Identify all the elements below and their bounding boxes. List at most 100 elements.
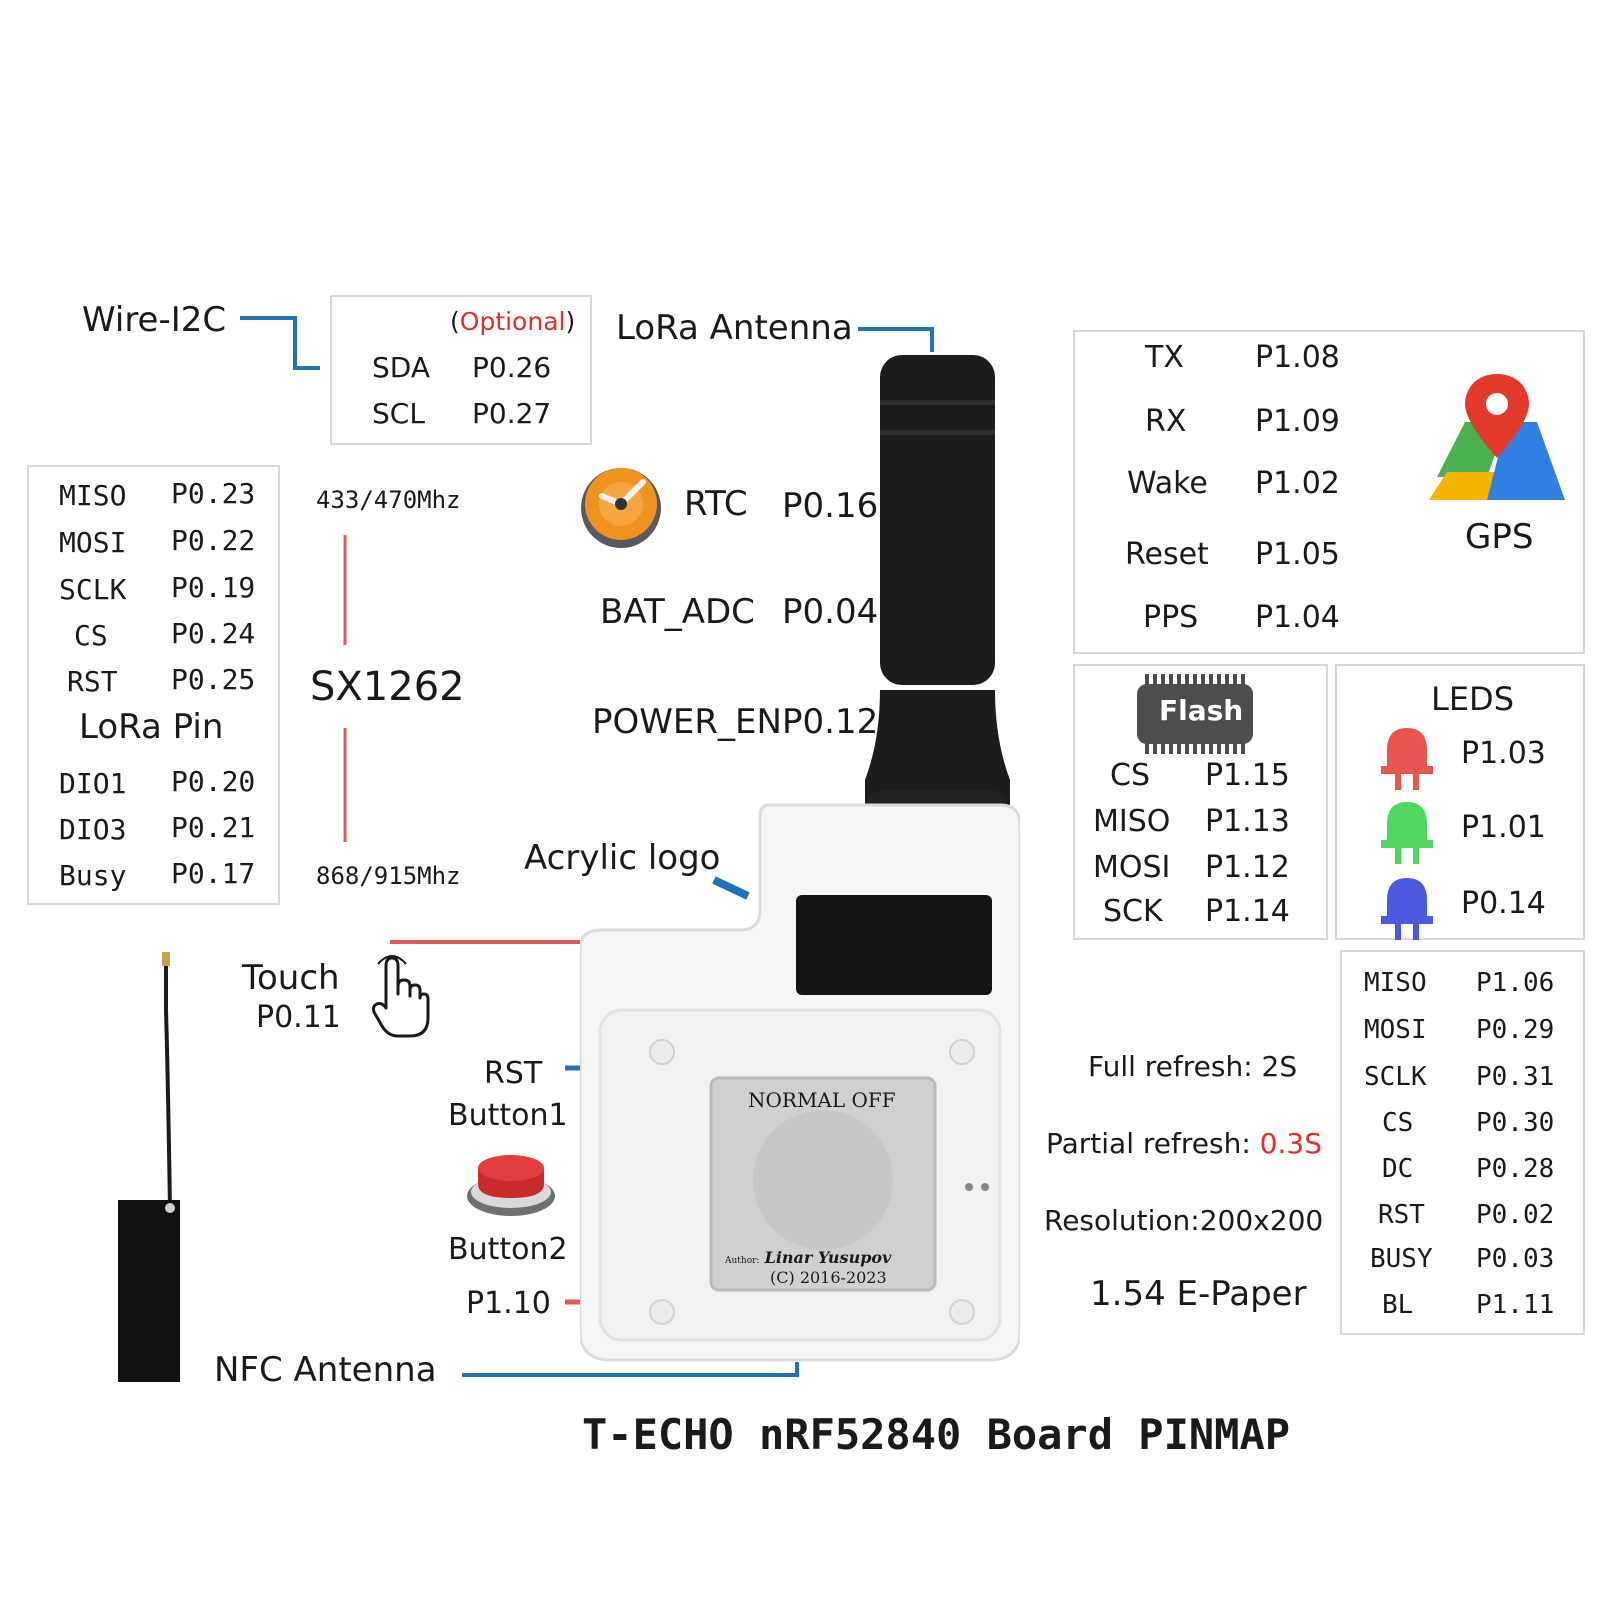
gps-pin-value: P1.08 bbox=[1255, 340, 1340, 375]
i2c-pin-name: SDA bbox=[372, 351, 430, 384]
nfc-antenna-label: NFC Antenna bbox=[214, 1350, 437, 1390]
screen-copyright: (C) 2016-2023 bbox=[770, 1268, 887, 1287]
lora-pin-value: P0.20 bbox=[171, 765, 256, 798]
leds-pin-box: LEDS P1.03 P1.01 P0.14 bbox=[1335, 664, 1585, 940]
wire-i2c-leader bbox=[240, 316, 320, 370]
lora-pin-value: P0.21 bbox=[171, 811, 256, 844]
page-title: T-ECHO nRF52840 Board PINMAP bbox=[582, 1410, 1291, 1459]
lora-chip-label: SX1262 bbox=[310, 664, 465, 710]
lora-pin-value: P0.17 bbox=[171, 857, 256, 890]
lora-antenna-leader bbox=[858, 327, 934, 352]
rtc-label: RTC bbox=[684, 484, 748, 524]
lora-pin-value: P0.22 bbox=[171, 524, 256, 557]
map-pin-icon bbox=[1429, 374, 1565, 500]
lora-pin-title: LoRa Pin bbox=[79, 707, 224, 747]
button1-label: Button1 bbox=[448, 1098, 568, 1133]
flash-pin-name: SCK bbox=[1103, 894, 1163, 929]
epaper-pin-value: P1.11 bbox=[1476, 1290, 1555, 1320]
flash-pin-box: Flash CS P1.15 MISO P1.13 MOSI P1.12 SCK… bbox=[1073, 664, 1328, 940]
i2c-pin-value: P0.27 bbox=[472, 397, 552, 430]
led-icon-blue bbox=[1381, 878, 1433, 940]
lora-pin-name: DIO1 bbox=[59, 767, 127, 800]
lora-pin-box: MISO P0.23 MOSI P0.22 SCLK P0.19 CS P0.2… bbox=[27, 465, 280, 905]
screen-author-name: Linar Yusupov bbox=[764, 1248, 892, 1267]
led-pin-blue: P0.14 bbox=[1461, 886, 1546, 921]
lora-pin-value: P0.25 bbox=[171, 663, 256, 696]
lora-pin-name: CS bbox=[74, 619, 108, 652]
flash-pin-value: P1.13 bbox=[1205, 804, 1290, 839]
gps-pin-name: RX bbox=[1145, 404, 1187, 439]
i2c-pin-name: SCL bbox=[372, 397, 425, 430]
flash-pin-name: MOSI bbox=[1093, 850, 1171, 885]
flash-pin-name: CS bbox=[1110, 758, 1150, 793]
epaper-pin-name: SCLK bbox=[1364, 1062, 1427, 1092]
flash-pin-name: MISO bbox=[1093, 804, 1171, 839]
epaper-partial-refresh: Partial refresh: 0.3S bbox=[1046, 1127, 1322, 1160]
screen-author-line: Author: Linar Yusupov bbox=[725, 1248, 891, 1267]
i2c-pin-value: P0.26 bbox=[472, 351, 552, 384]
gps-pin-value: P1.09 bbox=[1255, 404, 1340, 439]
gps-pin-name: PPS bbox=[1143, 600, 1199, 635]
wire-i2c-label: Wire-I2C bbox=[82, 300, 227, 340]
lora-pin-name: RST bbox=[67, 665, 118, 698]
epaper-pin-name: BL bbox=[1382, 1290, 1414, 1320]
touch-label: Touch bbox=[242, 958, 340, 998]
t-echo-device bbox=[580, 355, 1020, 1362]
flash-chip-icon bbox=[1137, 674, 1253, 754]
flash-pin-value: P1.14 bbox=[1205, 894, 1290, 929]
lora-pin-value: P0.23 bbox=[171, 477, 256, 510]
led-icon-green bbox=[1381, 802, 1433, 864]
lora-pin-name: MISO bbox=[59, 479, 127, 512]
gps-pin-value: P1.04 bbox=[1255, 600, 1340, 635]
button-icon bbox=[467, 1155, 555, 1216]
button2-label: Button2 bbox=[448, 1232, 568, 1267]
lora-pin-value: P0.19 bbox=[171, 571, 256, 604]
epaper-pin-value: P0.29 bbox=[1476, 1015, 1555, 1045]
gps-pin-name: Reset bbox=[1125, 537, 1209, 572]
lora-pin-name: MOSI bbox=[59, 526, 127, 559]
screen-author-prefix: Author: bbox=[725, 1256, 760, 1266]
epaper-pin-value: P0.03 bbox=[1476, 1244, 1555, 1274]
lora-pin-name: DIO3 bbox=[59, 813, 127, 846]
bat-adc-pin: P0.04 bbox=[782, 592, 879, 632]
led-pin-red: P1.03 bbox=[1461, 736, 1546, 771]
acrylic-leader bbox=[712, 876, 750, 900]
clock-icon bbox=[581, 468, 661, 548]
gps-pin-value: P1.05 bbox=[1255, 537, 1340, 572]
power-en-pin: P0.12 bbox=[782, 702, 879, 742]
epaper-name: 1.54 E-Paper bbox=[1090, 1274, 1307, 1314]
flash-pin-value: P1.12 bbox=[1205, 850, 1290, 885]
i2c-pin-box: (Optional) SDA P0.26 SCL P0.27 bbox=[330, 295, 592, 445]
epaper-full-refresh: Full refresh: 2S bbox=[1088, 1050, 1298, 1083]
epaper-pin-value: P0.31 bbox=[1476, 1062, 1555, 1092]
epaper-pin-value: P0.28 bbox=[1476, 1154, 1555, 1184]
lora-antenna-label: LoRa Antenna bbox=[616, 308, 853, 348]
epaper-pin-name: DC bbox=[1382, 1154, 1414, 1184]
epaper-pin-name: BUSY bbox=[1370, 1244, 1433, 1274]
nfc-leader bbox=[462, 1362, 799, 1377]
epaper-pin-value: P1.06 bbox=[1476, 968, 1555, 998]
epaper-pin-box: MISO P1.06 MOSI P0.29 SCLK P0.31 CS P0.3… bbox=[1340, 950, 1585, 1335]
lora-pin-name: SCLK bbox=[59, 573, 127, 606]
epaper-pin-value: P0.02 bbox=[1476, 1200, 1555, 1230]
hand-pointer-icon bbox=[371, 955, 430, 1038]
lora-freq-low: 433/470Mhz bbox=[316, 486, 461, 514]
optional-note: (Optional) bbox=[450, 307, 576, 336]
gps-label: GPS bbox=[1465, 517, 1534, 557]
led-icon-red bbox=[1381, 728, 1433, 790]
acrylic-logo-label: Acrylic logo bbox=[524, 838, 721, 878]
gps-pin-name: Wake bbox=[1127, 466, 1208, 501]
epaper-pin-name: MOSI bbox=[1364, 1015, 1427, 1045]
rtc-pin: P0.16 bbox=[782, 486, 879, 526]
led-pin-green: P1.01 bbox=[1461, 810, 1546, 845]
flash-chip-label: Flash bbox=[1159, 694, 1244, 727]
leds-title: LEDS bbox=[1431, 680, 1514, 718]
lora-pin-name: Busy bbox=[59, 859, 127, 892]
power-en-label: POWER_EN bbox=[592, 702, 782, 742]
button2-pin: P1.10 bbox=[466, 1286, 551, 1321]
lora-pin-value: P0.24 bbox=[171, 617, 256, 650]
screen-status-text: NORMAL OFF bbox=[748, 1088, 896, 1112]
epaper-pin-value: P0.30 bbox=[1476, 1108, 1555, 1138]
gps-pin-value: P1.02 bbox=[1255, 466, 1340, 501]
epaper-pin-name: RST bbox=[1378, 1200, 1425, 1230]
